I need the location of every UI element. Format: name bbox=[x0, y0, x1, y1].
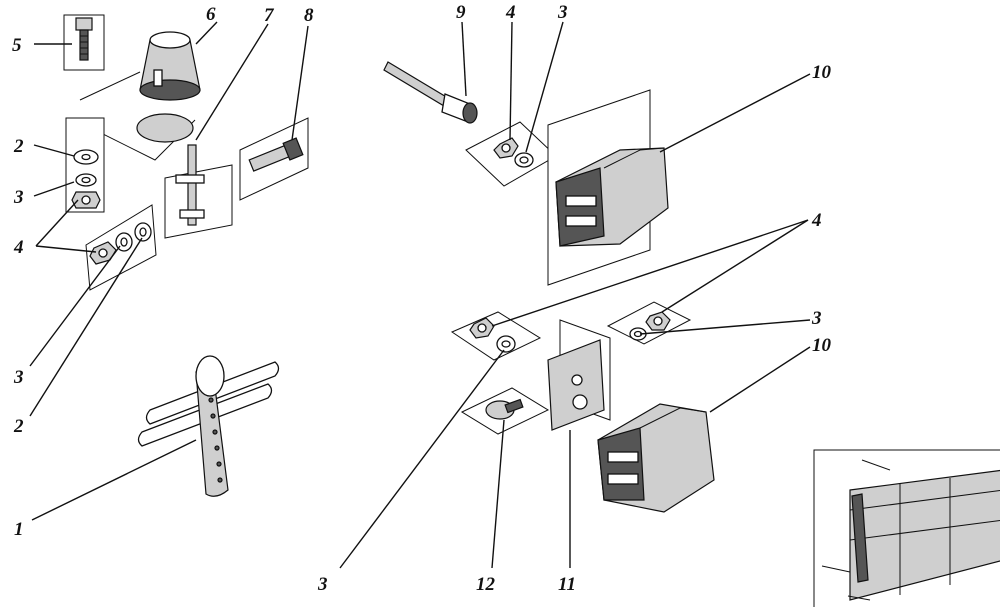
nut-washer-plate-upper bbox=[465, 121, 557, 187]
bracket-7 bbox=[164, 144, 233, 239]
leader-lines bbox=[29, 21, 811, 569]
lamp-10-lower bbox=[597, 403, 715, 513]
callout-2-lower: 2 bbox=[13, 416, 24, 437]
callout-3-top: 3 bbox=[557, 2, 568, 23]
washer-stack bbox=[65, 117, 105, 213]
callout-labels: 5 6 7 8 2 3 4 3 2 1 9 4 3 10 4 3 10 3 12… bbox=[12, 2, 832, 595]
callout-4-left: 4 bbox=[13, 237, 24, 258]
bolt-8-box bbox=[239, 117, 309, 201]
callout-4-right: 4 bbox=[811, 210, 822, 231]
inset-vehicle-view bbox=[813, 449, 1000, 607]
gasket-disc bbox=[84, 113, 196, 161]
callout-5: 5 bbox=[12, 35, 22, 56]
callout-4-top: 4 bbox=[505, 2, 516, 23]
callout-10-lower: 10 bbox=[812, 335, 832, 356]
nut-washer-plate-right bbox=[606, 301, 692, 345]
callout-3-right: 3 bbox=[811, 308, 822, 329]
mounting-plate-11 bbox=[547, 319, 611, 431]
callout-2-upper: 2 bbox=[13, 136, 24, 157]
callout-10-upper: 10 bbox=[812, 62, 832, 83]
nut-washer-plate-left bbox=[450, 311, 542, 361]
callout-7: 7 bbox=[264, 5, 275, 26]
callout-12: 12 bbox=[476, 574, 496, 595]
cap-6 bbox=[139, 31, 201, 101]
bolt-5-box bbox=[63, 14, 105, 71]
pipe-clamp-1 bbox=[137, 355, 280, 497]
callout-9: 9 bbox=[456, 2, 466, 23]
callout-8: 8 bbox=[304, 5, 314, 26]
lamp-10-upper bbox=[547, 89, 669, 286]
callout-11: 11 bbox=[558, 574, 576, 595]
callout-1: 1 bbox=[14, 519, 24, 540]
cable-connector-9 bbox=[383, 61, 478, 124]
bolt-12 bbox=[460, 387, 550, 435]
callout-6: 6 bbox=[206, 4, 216, 25]
callout-3-upper: 3 bbox=[13, 187, 24, 208]
callout-3-bottom: 3 bbox=[317, 574, 328, 595]
callout-3-lower-left: 3 bbox=[13, 367, 24, 388]
